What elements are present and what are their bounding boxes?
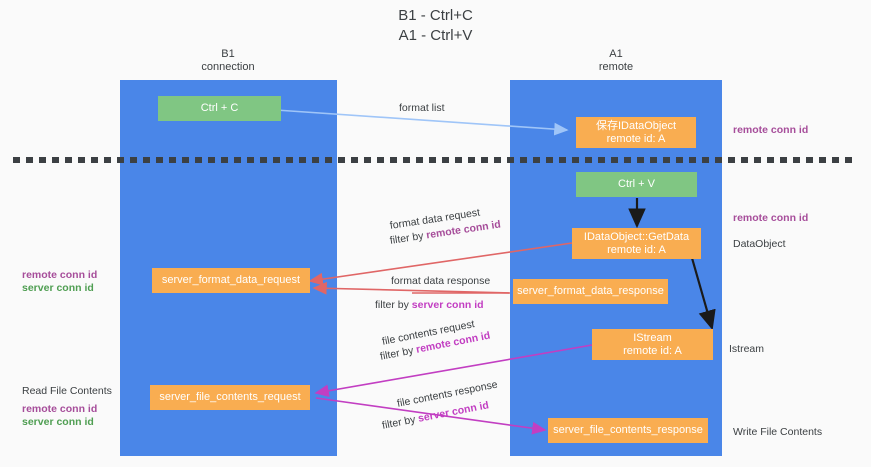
side-label-left-bot-server-conn-id: server conn id [22, 416, 94, 428]
column-b1-sub: connection [201, 61, 255, 73]
node-ctrl-v[interactable]: Ctrl + V [576, 172, 697, 197]
node-server-format-data-response[interactable]: server_format_data_response [513, 279, 668, 304]
node-getdata-line2: remote id: A [607, 243, 666, 256]
edge-label-format-list: format list [399, 102, 445, 114]
side-label-write-file-contents: Write File Contents [733, 426, 823, 438]
filter-by-text-2: filter by [375, 299, 409, 311]
node-server-format-data-request[interactable]: server_format_data_request [152, 268, 310, 293]
node-ctrl-c[interactable]: Ctrl + C [158, 96, 281, 121]
node-save-dataobject-line2: remote id: A [606, 132, 666, 145]
node-save-dataobject-line1: 保存IDataObject [595, 119, 677, 132]
side-label-data-object: DataObject [733, 238, 786, 250]
node-istream[interactable]: IStream remote id: A [592, 329, 713, 360]
filter-by-text-1: filter by [389, 229, 425, 247]
server-conn-id-text-2: server conn id [411, 299, 484, 311]
title-line-2: A1 - Ctrl+V [398, 27, 473, 44]
column-header-a1: A1 remote [536, 48, 696, 74]
node-save-dataobject[interactable]: 保存IDataObject remote id: A [576, 117, 696, 148]
node-getdata[interactable]: IDataObject::GetData remote id: A [572, 228, 701, 259]
node-istream-line2: remote id: A [623, 344, 682, 357]
node-istream-line1: IStream [633, 331, 672, 344]
title-line-1: B1 - Ctrl+C [398, 7, 473, 24]
column-b1-name: B1 [221, 48, 235, 60]
side-label-right-top-remote-conn-id: remote conn id [733, 124, 809, 136]
side-label-istream: Istream [729, 343, 765, 355]
column-a1-sub: remote [598, 61, 634, 73]
node-getdata-line1: IDataObject::GetData [583, 230, 690, 243]
side-label-left-bot-remote-conn-id: remote conn id [22, 403, 98, 415]
column-a1-name: A1 [609, 48, 623, 60]
node-server-file-contents-response[interactable]: server_file_contents_response [548, 418, 708, 443]
side-label-left-mid-server-conn-id: server conn id [22, 282, 94, 294]
filter-by-text-4: filter by [381, 413, 417, 432]
dashed-divider [13, 157, 858, 163]
edge-label-format-data-response: format data response [391, 275, 491, 287]
side-label-left-mid-remote-conn-id: remote conn id [22, 269, 98, 281]
column-header-b1: B1 connection [148, 48, 308, 74]
diagram-title: B1 - Ctrl+C A1 - Ctrl+V [0, 6, 871, 46]
edge-label-format-data-response-filter: filter by server conn id [375, 299, 484, 312]
node-server-file-contents-request[interactable]: server_file_contents_request [150, 385, 310, 410]
arrow-format-data-response [312, 281, 511, 295]
side-label-right-mid-remote-conn-id: remote conn id [733, 212, 809, 224]
side-label-read-file-contents: Read File Contents [22, 385, 112, 397]
